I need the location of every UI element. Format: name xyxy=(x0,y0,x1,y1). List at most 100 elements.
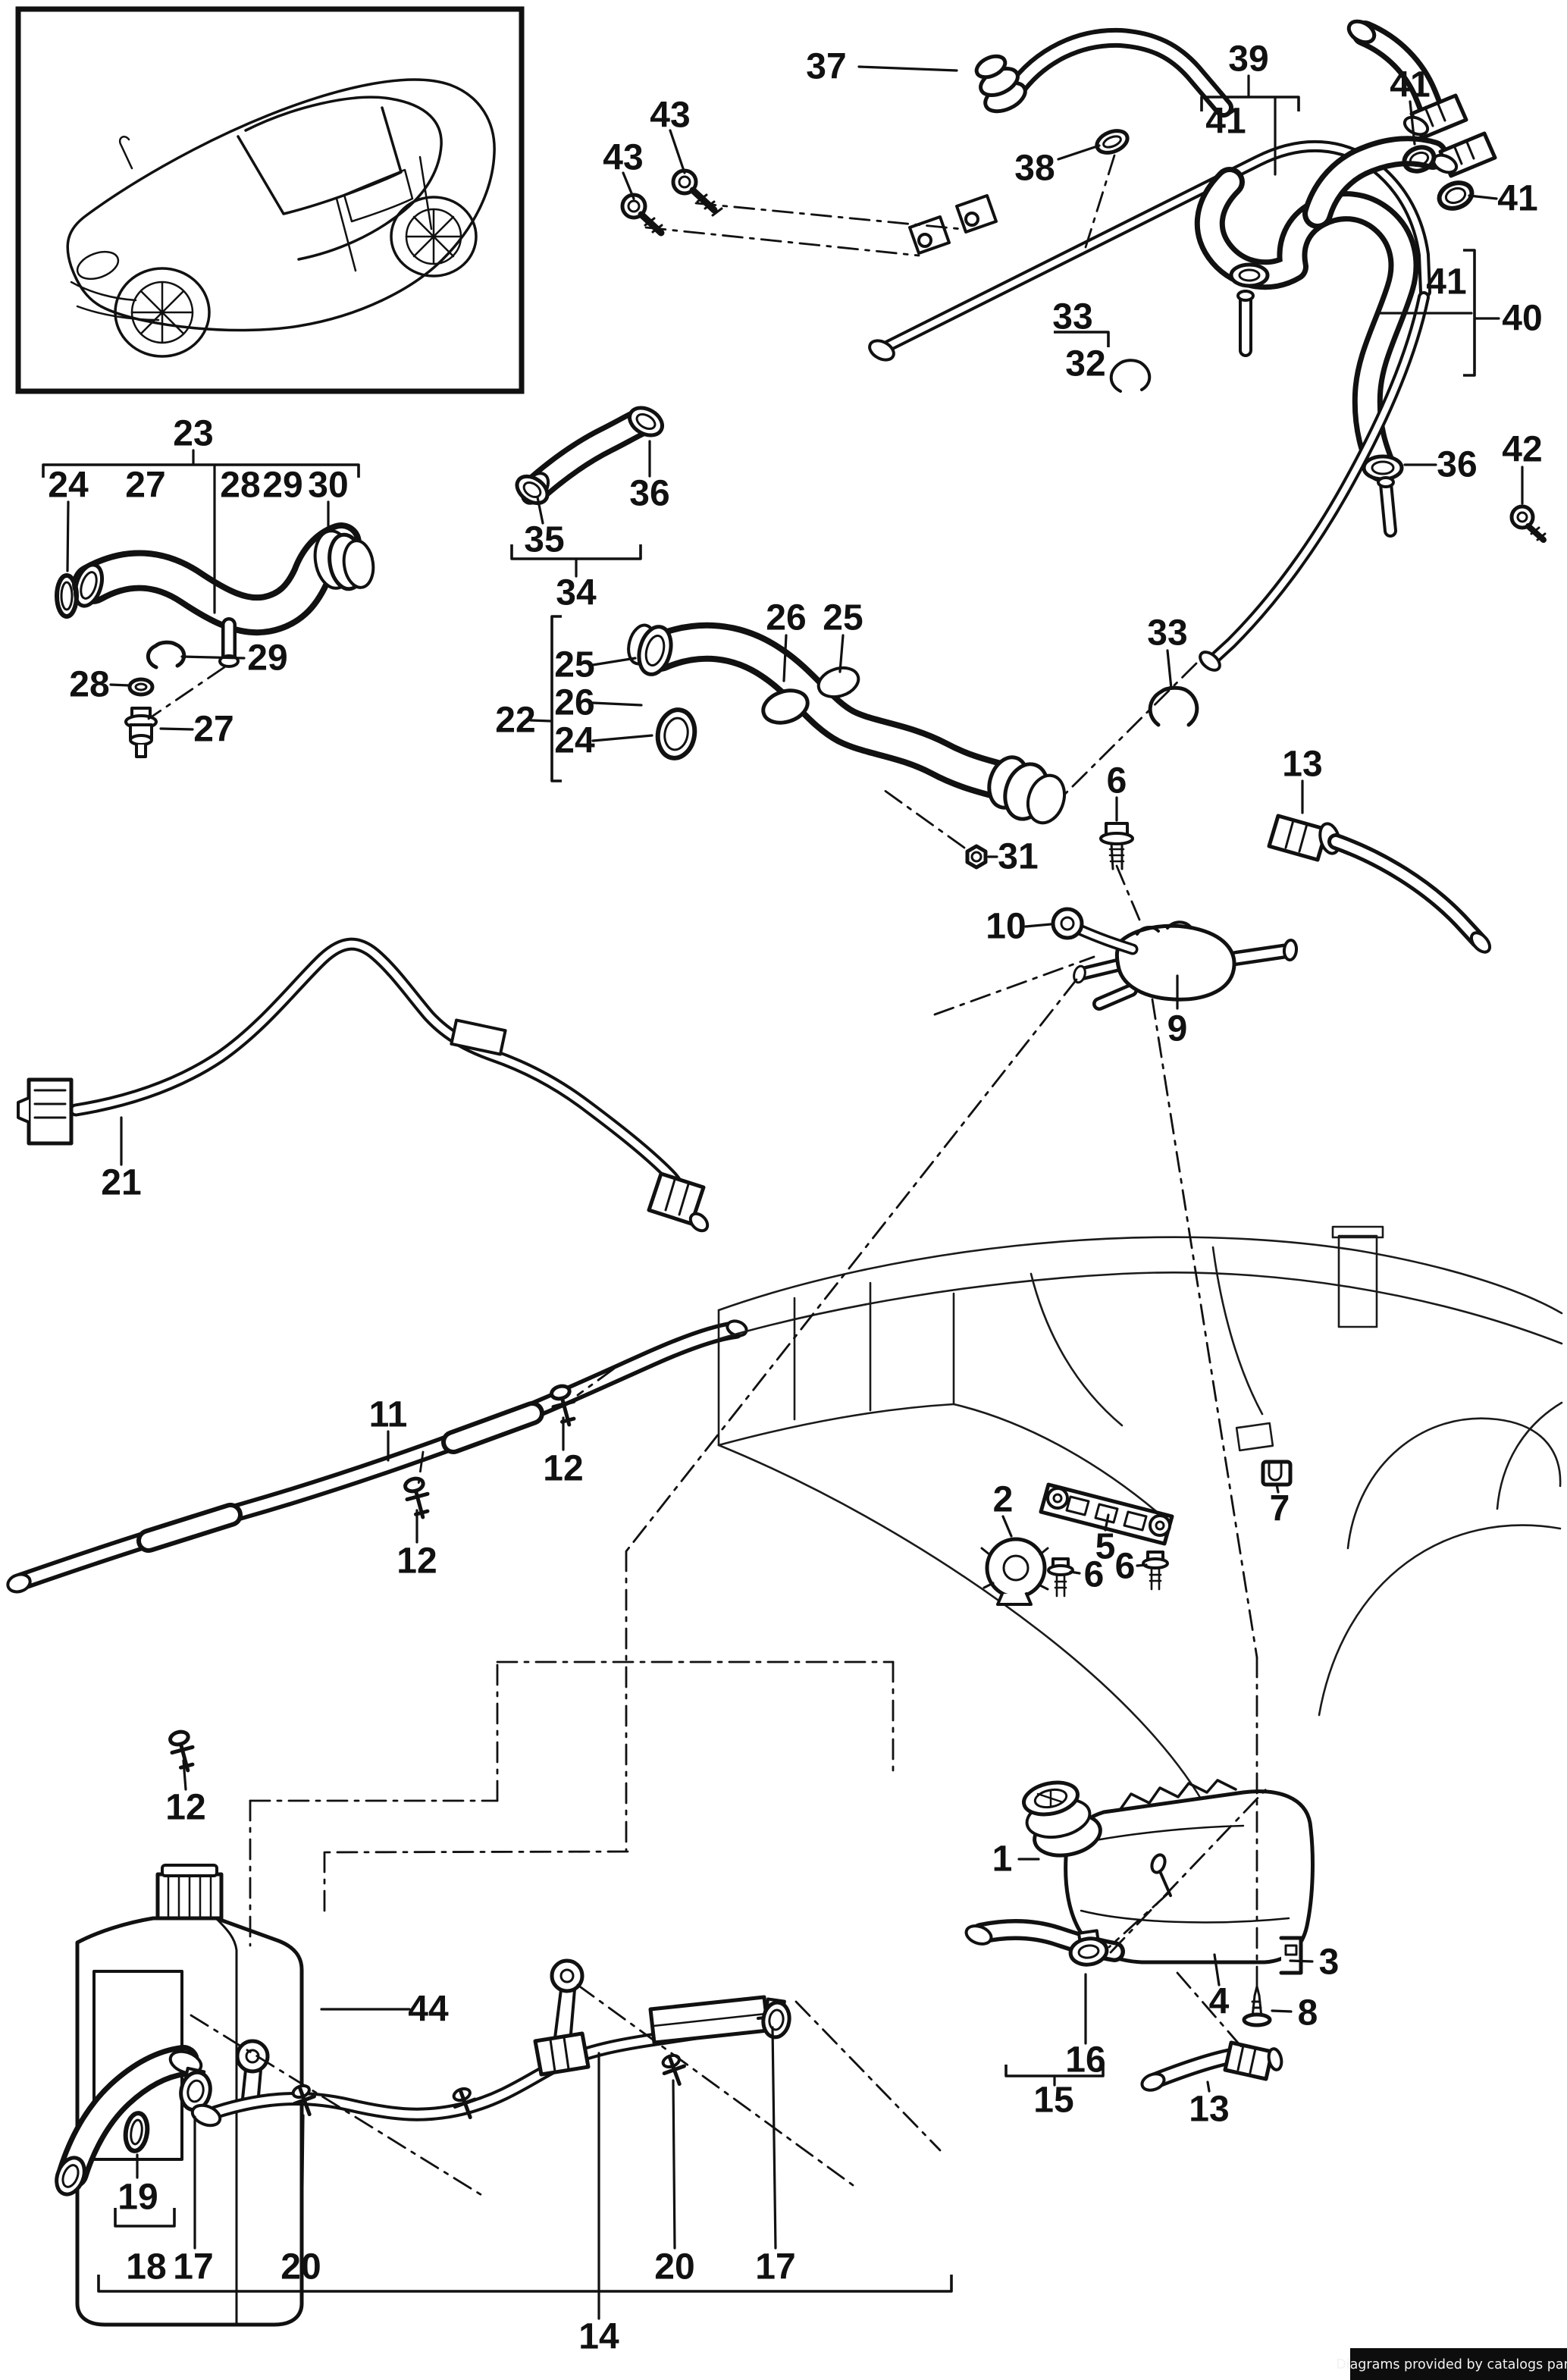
part-label-39[interactable]: 39 xyxy=(1228,39,1268,80)
part-label-41[interactable]: 41 xyxy=(1497,179,1537,219)
part-label-27[interactable]: 27 xyxy=(125,466,165,506)
part-label-32[interactable]: 32 xyxy=(1065,344,1105,384)
part-label-29[interactable]: 29 xyxy=(262,466,302,506)
bolt-6-valve xyxy=(1099,822,1134,870)
part-label-5[interactable]: 5 xyxy=(1095,1527,1116,1567)
part-label-2[interactable]: 2 xyxy=(993,1480,1014,1520)
part-label-12[interactable]: 12 xyxy=(165,1788,205,1828)
o-ring-41-b xyxy=(1437,180,1475,211)
part-label-30[interactable]: 30 xyxy=(308,466,348,506)
part-label-15[interactable]: 15 xyxy=(1033,2081,1073,2121)
leader-line xyxy=(66,500,70,572)
group-bracket xyxy=(1463,249,1476,377)
part-label-42[interactable]: 42 xyxy=(1502,430,1542,470)
part-label-22[interactable]: 22 xyxy=(495,701,535,741)
part-label-37[interactable]: 37 xyxy=(806,47,846,87)
part-label-3[interactable]: 3 xyxy=(1319,1943,1340,1983)
tube-inner xyxy=(1077,927,1136,952)
part-label-26[interactable]: 26 xyxy=(554,683,594,723)
part-label-40[interactable]: 40 xyxy=(1502,299,1542,339)
collar-25 xyxy=(816,666,860,699)
part-label-10[interactable]: 10 xyxy=(986,907,1026,947)
guide-line xyxy=(1176,1971,1243,2049)
part-label-23[interactable]: 23 xyxy=(173,414,213,454)
leader-line xyxy=(591,657,637,666)
part-label-17[interactable]: 17 xyxy=(755,2247,795,2287)
part-label-31[interactable]: 31 xyxy=(998,837,1038,877)
pipe-33-descender xyxy=(1199,291,1430,672)
part-label-25[interactable]: 25 xyxy=(823,598,863,638)
part-label-26[interactable]: 26 xyxy=(766,598,806,638)
vent-line-21 xyxy=(17,937,710,1233)
part-label-13[interactable]: 13 xyxy=(1189,2090,1229,2130)
part-label-19[interactable]: 19 xyxy=(118,2178,158,2218)
part-label-18[interactable]: 18 xyxy=(126,2247,166,2287)
mount-tab-3 xyxy=(1279,1936,1303,1975)
bolt-42 xyxy=(1509,504,1547,543)
watermark-badge: Diagrams provided by catalogs parts xyxy=(1336,2348,1567,2380)
part-label-11[interactable]: 11 xyxy=(369,1395,408,1435)
part-label-8[interactable]: 8 xyxy=(1298,1993,1318,2034)
part-label-14[interactable]: 14 xyxy=(578,2317,619,2357)
part-label-4[interactable]: 4 xyxy=(1209,1982,1230,2022)
part-label-36[interactable]: 36 xyxy=(1437,445,1477,485)
part-label-41[interactable]: 41 xyxy=(1390,65,1430,105)
leader-line xyxy=(1166,649,1173,690)
part-label-12[interactable]: 12 xyxy=(543,1449,583,1489)
part-label-21[interactable]: 21 xyxy=(101,1163,141,1203)
part-label-34[interactable]: 34 xyxy=(556,573,597,613)
leader-line xyxy=(672,2079,676,2250)
part-label-24[interactable]: 24 xyxy=(48,466,89,506)
leader-line xyxy=(1024,923,1052,928)
part-label-12[interactable]: 12 xyxy=(396,1541,437,1582)
tube-inner xyxy=(1331,837,1483,945)
clamp-17-left xyxy=(179,2066,212,2112)
part-label-20[interactable]: 20 xyxy=(280,2247,321,2287)
part-label-41[interactable]: 41 xyxy=(1205,102,1246,142)
engine-frame xyxy=(717,1225,1563,1811)
retaining-clip-29 xyxy=(146,640,186,669)
part-label-16[interactable]: 16 xyxy=(1065,2040,1105,2081)
clip-nut-7 xyxy=(1261,1460,1293,1487)
part-label-1[interactable]: 1 xyxy=(992,1839,1013,1880)
part-label-6[interactable]: 6 xyxy=(1084,1555,1105,1595)
part-label-44[interactable]: 44 xyxy=(408,1990,449,2030)
part-label-7[interactable]: 7 xyxy=(1270,1489,1290,1529)
clamp-17-right xyxy=(761,1997,791,2040)
part-label-29[interactable]: 29 xyxy=(247,638,287,679)
leader-line xyxy=(1468,194,1498,200)
part-label-13[interactable]: 13 xyxy=(1282,745,1322,785)
tube-inner xyxy=(531,414,647,494)
part-label-35[interactable]: 35 xyxy=(524,520,564,560)
screw-8 xyxy=(1242,1985,1272,2027)
part-label-43[interactable]: 43 xyxy=(603,138,643,178)
tube-inner xyxy=(16,1325,741,1587)
part-label-41[interactable]: 41 xyxy=(1426,262,1466,303)
car-thumbnail xyxy=(15,6,525,394)
part-label-25[interactable]: 25 xyxy=(554,645,594,685)
part-label-6[interactable]: 6 xyxy=(1107,761,1127,801)
part-label-20[interactable]: 20 xyxy=(654,2247,694,2287)
part-label-17[interactable]: 17 xyxy=(173,2247,213,2287)
tube-inner xyxy=(1382,480,1394,535)
part-label-6[interactable]: 6 xyxy=(1115,1547,1136,1587)
part-label-38[interactable]: 38 xyxy=(1014,149,1055,189)
part-label-33[interactable]: 33 xyxy=(1147,613,1187,654)
part-label-24[interactable]: 24 xyxy=(554,721,595,761)
part-label-36[interactable]: 36 xyxy=(629,474,669,514)
spring-clip-33-lower xyxy=(1148,685,1199,727)
part-label-27[interactable]: 27 xyxy=(193,710,233,750)
guide-line xyxy=(1060,662,1198,799)
part-label-28[interactable]: 28 xyxy=(220,466,260,506)
leader-line xyxy=(771,2026,777,2250)
part-label-28[interactable]: 28 xyxy=(69,665,109,705)
part-label-9[interactable]: 9 xyxy=(1167,1009,1188,1049)
clamp-38-upper xyxy=(1095,129,1130,155)
part-label-43[interactable]: 43 xyxy=(650,96,690,136)
leader-line xyxy=(300,2114,305,2250)
banjo-fitting-10 xyxy=(1051,907,1139,955)
part-label-33[interactable]: 33 xyxy=(1052,297,1092,337)
nut-31 xyxy=(965,844,988,870)
